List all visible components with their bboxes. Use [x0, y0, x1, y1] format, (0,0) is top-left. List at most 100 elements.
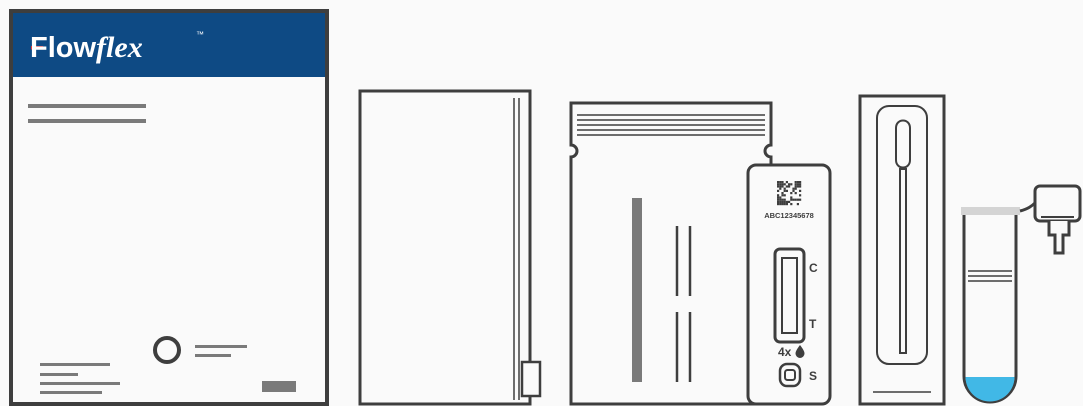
qr-module — [777, 196, 779, 198]
pouch-outline — [571, 103, 771, 404]
qr-module — [790, 192, 792, 194]
qr-module — [784, 199, 786, 201]
trademark-symbol: ™ — [196, 30, 204, 39]
qr-module — [777, 183, 779, 185]
nozzle-cap-tip-icon — [1049, 221, 1069, 253]
qr-module — [779, 185, 781, 187]
qr-module — [779, 183, 781, 185]
text-line-placeholder — [195, 354, 231, 357]
lot-code: ABC12345678 — [764, 211, 814, 220]
qr-module — [799, 199, 801, 201]
brand-suffix: flex — [96, 31, 143, 64]
qr-module — [788, 201, 790, 203]
sample-well-label: S — [809, 369, 817, 383]
qr-module — [792, 199, 794, 201]
extraction-tube — [961, 186, 1080, 402]
qr-module — [777, 190, 779, 192]
qr-module — [797, 183, 799, 185]
qr-module — [788, 185, 790, 187]
barcode-block — [262, 381, 296, 392]
qr-module — [779, 188, 781, 190]
qr-module — [784, 203, 786, 205]
qr-module — [790, 183, 792, 185]
qr-module — [795, 188, 797, 190]
qr-module — [790, 203, 792, 205]
qr-module — [779, 201, 781, 203]
qr-module — [784, 190, 786, 192]
qr-module — [784, 194, 786, 196]
qr-module — [799, 194, 801, 196]
buffer-liquid — [966, 377, 1015, 401]
qr-module — [792, 188, 794, 190]
qr-module — [799, 185, 801, 187]
text-line-placeholder — [40, 363, 110, 366]
qr-module — [799, 181, 801, 183]
waste-bag — [360, 91, 540, 404]
control-line-label: C — [809, 261, 818, 275]
swab-shaft — [900, 169, 906, 353]
qr-module — [781, 194, 783, 196]
text-line-placeholder — [40, 382, 120, 385]
text-line-placeholder — [195, 345, 247, 348]
qr-module — [799, 190, 801, 192]
tube-rim — [961, 207, 1020, 215]
qr-module — [797, 203, 799, 205]
qr-module — [786, 190, 788, 192]
foil-pouch — [571, 103, 771, 404]
qr-module — [779, 181, 781, 183]
nozzle-cap-head — [1035, 186, 1080, 221]
qr-module — [795, 185, 797, 187]
text-line-placeholder — [28, 104, 146, 108]
qr-module — [790, 199, 792, 201]
drops-count-label: 4x — [778, 345, 792, 359]
sample-well-inner — [785, 370, 795, 380]
qr-module — [777, 185, 779, 187]
text-line-placeholder — [40, 373, 78, 376]
qr-module — [777, 201, 779, 203]
brand-logo: Flowflex — [30, 31, 143, 64]
qr-module — [779, 203, 781, 205]
instructions-leaflet: Flowflex ™ — [11, 11, 327, 404]
qr-module — [781, 181, 783, 183]
qr-module — [777, 199, 779, 201]
qr-module — [784, 188, 786, 190]
qr-module — [799, 183, 801, 185]
qr-module — [777, 203, 779, 205]
qr-module — [792, 190, 794, 192]
qr-module — [788, 183, 790, 185]
qr-module — [777, 181, 779, 183]
qr-module — [797, 199, 799, 201]
qr-module — [795, 181, 797, 183]
qr-module — [781, 192, 783, 194]
test-cassette: ABC12345678 C T 4x S — [748, 165, 830, 404]
qr-module — [779, 196, 781, 198]
qr-module — [784, 183, 786, 185]
qr-module — [795, 192, 797, 194]
qr-module — [797, 185, 799, 187]
qr-module — [786, 181, 788, 183]
swab-package — [860, 96, 944, 404]
qr-module — [779, 199, 781, 201]
qr-module — [797, 181, 799, 183]
qr-module — [781, 185, 783, 187]
pouch-print-bar — [632, 198, 642, 382]
qr-module — [781, 201, 783, 203]
text-line-placeholder — [40, 391, 102, 394]
qr-module — [784, 201, 786, 203]
qr-module — [786, 203, 788, 205]
qr-module — [786, 185, 788, 187]
qr-module — [777, 194, 779, 196]
bag-outline — [360, 91, 530, 404]
brand-prefix: Flow — [30, 32, 96, 64]
qr-module — [786, 201, 788, 203]
qr-module — [795, 199, 797, 201]
qr-module — [790, 196, 792, 198]
text-line-placeholder — [28, 119, 146, 123]
result-window-inner — [782, 258, 797, 333]
qr-module — [781, 203, 783, 205]
qr-module — [795, 183, 797, 185]
test-line-label: T — [809, 317, 817, 331]
qr-module — [781, 199, 783, 201]
zip-slider-icon — [522, 362, 540, 396]
